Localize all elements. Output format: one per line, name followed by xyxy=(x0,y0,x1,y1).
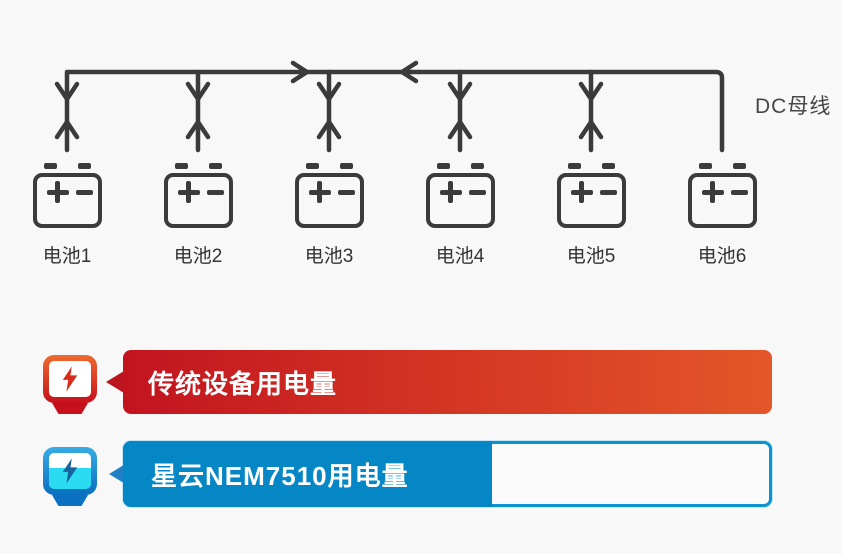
connector-lines xyxy=(195,69,594,153)
battery-label: 电池3 xyxy=(304,246,354,267)
bus-arrow-left xyxy=(399,60,419,84)
battery-item-6: 电池6 xyxy=(687,163,757,268)
battery-body xyxy=(687,173,757,228)
terminal-tab xyxy=(436,163,450,169)
terminal-tab xyxy=(305,163,319,169)
bus-arrow-right xyxy=(290,60,310,84)
bubble-tail xyxy=(109,463,127,485)
terminal-tab xyxy=(77,163,91,169)
terminal-tab xyxy=(470,163,484,169)
power-meter-blue-icon xyxy=(43,447,97,506)
terminal-tab xyxy=(339,163,353,169)
minus-icon xyxy=(599,190,617,195)
terminal-tab xyxy=(601,163,615,169)
flow-arrow-up xyxy=(54,119,604,140)
plus-icon xyxy=(177,181,200,203)
lightning-bolt-icon xyxy=(62,366,78,392)
consumption-fill-region xyxy=(123,441,492,507)
terminal-tab xyxy=(698,163,712,169)
meter-stand xyxy=(52,495,88,506)
battery-item-2: 电池2 xyxy=(163,163,233,268)
minus-icon xyxy=(468,190,486,195)
battery-terminals xyxy=(295,163,364,169)
plus-icon xyxy=(701,181,724,203)
battery-body xyxy=(163,173,233,228)
battery-item-1: 电池1 xyxy=(32,163,102,268)
meter-stand xyxy=(52,403,88,414)
plus-icon xyxy=(570,181,593,203)
bus-line xyxy=(64,69,725,153)
terminal-tab xyxy=(567,163,581,169)
battery-body xyxy=(556,173,626,228)
battery-terminals xyxy=(557,163,626,169)
lightning-bolt-icon xyxy=(62,458,78,484)
battery-label: 电池2 xyxy=(173,246,223,267)
traditional-bar-label: 传统设备用电量 xyxy=(148,368,338,399)
power-meter-red-icon xyxy=(43,355,97,414)
plus-icon xyxy=(308,181,331,203)
battery-label: 电池4 xyxy=(435,246,485,267)
battery-item-5: 电池5 xyxy=(556,163,626,268)
battery-body xyxy=(425,173,495,228)
meter-frame xyxy=(43,355,97,403)
battery-terminals xyxy=(164,163,233,169)
terminal-tab xyxy=(732,163,746,169)
battery-item-4: 电池4 xyxy=(425,163,495,268)
traditional-consumption-bar: 传统设备用电量 xyxy=(106,350,772,414)
plus-icon xyxy=(46,181,69,203)
battery-label: 电池5 xyxy=(566,246,616,267)
terminal-tab xyxy=(208,163,222,169)
minus-icon xyxy=(730,190,748,195)
meter-screen xyxy=(49,361,91,397)
nem7510-bar-label: 星云NEM7510用电量 xyxy=(151,460,409,491)
battery-item-3: 电池3 xyxy=(294,163,364,268)
battery-body xyxy=(32,173,102,228)
battery-body xyxy=(294,173,364,228)
bubble-tail xyxy=(106,371,124,393)
battery-terminals xyxy=(688,163,757,169)
battery-label: 电池6 xyxy=(697,246,747,267)
nem7510-consumption-bar: 星云NEM7510用电量 xyxy=(109,441,772,507)
flow-arrow-down xyxy=(54,81,604,102)
battery-terminals xyxy=(426,163,495,169)
battery-label: 电池1 xyxy=(42,246,92,267)
battery-terminals xyxy=(33,163,102,169)
minus-icon xyxy=(75,190,93,195)
minus-icon xyxy=(337,190,355,195)
terminal-tab xyxy=(43,163,57,169)
dc-bus-label: DC母线 xyxy=(755,95,832,118)
meter-frame xyxy=(43,447,97,495)
meter-screen xyxy=(49,453,91,489)
minus-icon xyxy=(206,190,224,195)
terminal-tab xyxy=(174,163,188,169)
plus-icon xyxy=(439,181,462,203)
